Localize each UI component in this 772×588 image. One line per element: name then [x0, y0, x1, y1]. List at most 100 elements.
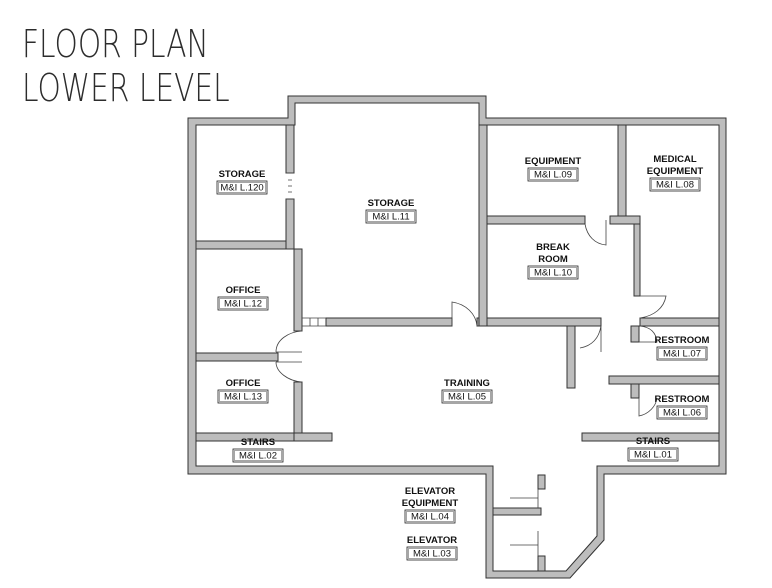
room-code: M&I L.04: [411, 512, 449, 523]
door-storage-11-lower: [302, 317, 326, 327]
wall: [630, 383, 640, 399]
room-name: OFFICE: [226, 378, 261, 389]
room-code-box-inner: [367, 211, 415, 222]
wall: [486, 215, 586, 225]
wall: [639, 317, 720, 327]
room-name: ROOM: [538, 254, 568, 265]
room-label: RESTROOM M&I L.06: [655, 394, 710, 420]
wall: [325, 317, 453, 327]
room-code-box: [216, 180, 268, 195]
wall: [617, 124, 627, 217]
room-code: M&I L.12: [224, 299, 262, 310]
room-code-box-inner: [406, 511, 454, 522]
plan-title-line-1: FLOOR PLAN: [22, 22, 209, 66]
room-code-box: [406, 546, 458, 561]
room-name: EQUIPMENT: [402, 498, 459, 509]
room-code-box: [656, 405, 708, 420]
room-code-box-inner: [443, 391, 491, 402]
room-code-box: [404, 509, 456, 524]
room-label: RESTROOM M&I L.07: [655, 335, 710, 361]
room-name: TRAINING: [444, 378, 490, 389]
room-code-box-inner: [408, 548, 456, 559]
room-code-box-inner: [219, 298, 267, 309]
wall: [630, 325, 640, 343]
room-code-box-inner: [629, 449, 677, 460]
door-restroom-06: [638, 397, 658, 417]
room-code-box: [232, 448, 284, 463]
room-code: M&I L.06: [663, 408, 701, 419]
door-elevator: [510, 531, 539, 556]
room-code: M&I L.07: [663, 349, 701, 360]
room-code-box: [627, 447, 679, 462]
wall: [608, 375, 720, 385]
room-name: RESTROOM: [655, 335, 710, 346]
wall: [537, 555, 546, 572]
room-code: M&I L.01: [634, 450, 672, 461]
door-training-east: [579, 325, 602, 352]
wall: [478, 124, 488, 327]
wall: [609, 215, 641, 225]
door-storage-120: [286, 172, 294, 200]
room-label: STAIRS M&I L.01: [627, 436, 679, 462]
room-code-box-inner: [219, 391, 267, 402]
doors: [275, 172, 667, 556]
room-label: STAIRS M&I L.02: [232, 437, 284, 463]
exterior-wall: [187, 95, 727, 579]
room-name: OFFICE: [226, 285, 261, 296]
room-code: M&I L.11: [372, 212, 409, 223]
wall: [633, 223, 641, 297]
door-break-room: [639, 295, 667, 319]
room-code-box: [656, 346, 708, 361]
room-label: OFFICE M&I L.12: [217, 285, 269, 311]
door-office-12: [275, 330, 303, 353]
room-code: M&I L.10: [534, 268, 572, 279]
room-code-box: [441, 389, 493, 404]
room-code: M&I L.02: [239, 451, 277, 462]
wall: [581, 432, 720, 442]
room-code: M&I L.120: [220, 183, 263, 194]
room-code-box: [365, 209, 417, 224]
room-code: M&I L.09: [534, 170, 572, 181]
room-label: STORAGE M&I L.120: [216, 169, 268, 195]
wall: [293, 381, 303, 442]
door-training-north: [451, 301, 478, 327]
room-code-box-inner: [651, 179, 699, 190]
room-code-box-inner: [658, 407, 706, 418]
room-code-box-inner: [218, 182, 266, 193]
wall: [476, 317, 602, 327]
room-code-box-inner: [529, 169, 577, 180]
wall: [293, 432, 333, 442]
wall: [195, 352, 279, 362]
room-name: BREAK: [536, 242, 570, 253]
room-name: STAIRS: [241, 437, 275, 448]
wall: [293, 248, 303, 332]
room-label: TRAINING M&I L.05: [441, 378, 493, 404]
room-label: ELEVATOR M&I L.03: [406, 535, 458, 561]
room-name: STAIRS: [636, 436, 670, 447]
door-elevator-equipment: [510, 489, 539, 508]
room-name: RESTROOM: [655, 394, 710, 405]
room-code-box: [649, 177, 701, 192]
room-label: EQUIPMENT M&I L.09: [525, 156, 582, 182]
room-code: M&I L.05: [448, 392, 486, 403]
room-code-box: [217, 296, 269, 311]
room-code: M&I L.08: [656, 180, 694, 191]
door-equipment: [584, 220, 607, 246]
wall: [195, 240, 295, 250]
room-code: M&I L.03: [413, 549, 451, 560]
room-name: EQUIPMENT: [647, 166, 704, 177]
wall: [492, 507, 542, 516]
room-name: STORAGE: [219, 169, 266, 180]
room-name: EQUIPMENT: [525, 156, 582, 167]
room-code-box: [527, 167, 579, 182]
room-code-box-inner: [529, 267, 577, 278]
room-name: ELEVATOR: [407, 535, 457, 546]
room-name: MEDICAL: [653, 154, 696, 165]
wall: [285, 198, 295, 250]
wall: [285, 124, 295, 174]
